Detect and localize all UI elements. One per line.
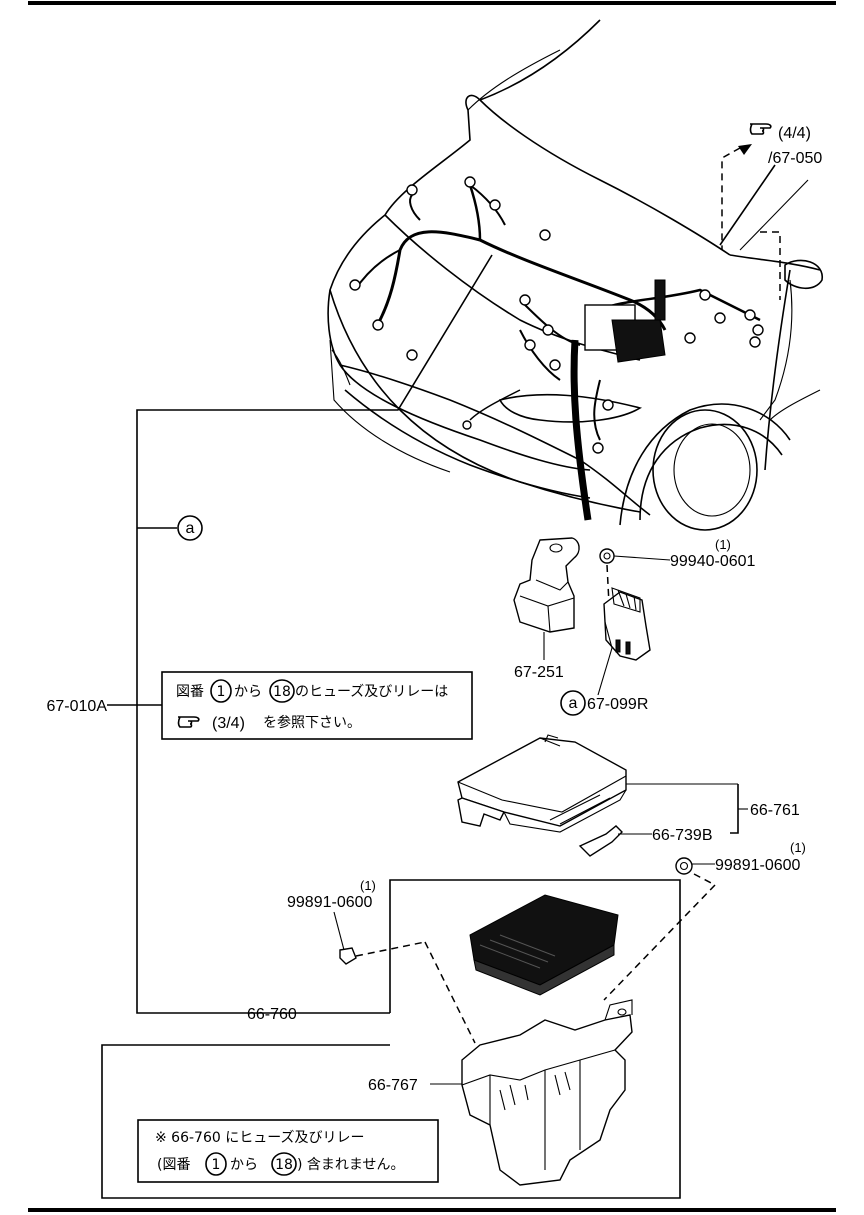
part-66-767-drawing xyxy=(430,999,633,1186)
note2-prefix: (図番 xyxy=(157,1157,190,1173)
note1-mid: から xyxy=(234,684,262,700)
note1-ref: (3/4) xyxy=(212,715,245,732)
ref-code-label: /67-050 xyxy=(768,150,822,167)
note1-suffix: のヒューズ及びリレーは xyxy=(295,684,448,700)
part-67-099r-drawing xyxy=(597,587,651,696)
bolt1-code: 99940-0601 xyxy=(670,553,756,570)
note-box-2: ※ 66-760 にヒューズ及びリレー (図番 1 から 18 ) 含まれません… xyxy=(137,1119,439,1183)
fuse-block-drawing xyxy=(469,894,619,996)
nut2-code: 99891-0600 xyxy=(715,857,801,874)
nut-99891-0600-left-drawing xyxy=(333,911,476,1044)
part-66-767: 66-767 xyxy=(368,1077,418,1094)
pointing-hand-icon xyxy=(749,123,772,135)
nut1-code: 99891-0600 xyxy=(287,894,373,911)
assembly-frame xyxy=(101,879,681,1199)
note-box-1: 図番 1 から 18 のヒューズ及びリレーは (3/4) を参照下さい。 xyxy=(161,671,473,740)
part-66-761-drawing xyxy=(457,734,738,833)
note2-line1: ※ 66-760 にヒューズ及びリレー xyxy=(155,1130,365,1146)
vehicle-illustration xyxy=(327,19,823,531)
ref-page-label: (4/4) xyxy=(778,125,811,142)
66-761-bracket xyxy=(730,784,739,834)
wiring-harness xyxy=(349,176,764,521)
part-67-251: 67-251 xyxy=(514,664,564,681)
note2-num1: 1 xyxy=(212,1157,221,1173)
note2-num2: 18 xyxy=(275,1157,293,1173)
harness-leader xyxy=(107,254,493,1014)
note2-suffix: ) 含まれません。 xyxy=(297,1157,405,1173)
callout-a-label: a xyxy=(186,520,195,537)
part-67-251-drawing xyxy=(513,537,580,660)
note2-mid: から xyxy=(230,1157,258,1173)
nut2-qty: (1) xyxy=(790,840,806,855)
bolt-99940-0601-drawing xyxy=(599,548,671,605)
callout-a-small: a xyxy=(560,690,586,716)
part-66-760: 66-760 xyxy=(247,1006,297,1023)
part-67-010a: 67-010A xyxy=(47,698,108,715)
part-66-739b-drawing xyxy=(578,825,652,857)
bolt1-qty: (1) xyxy=(715,537,731,552)
part-66-761: 66-761 xyxy=(750,802,800,819)
pointing-hand-icon xyxy=(177,716,200,728)
reference-arrow-4-4: (4/4) /67-050 xyxy=(721,123,822,300)
note1-num2: 18 xyxy=(273,684,291,700)
note1-prefix: 図番 xyxy=(176,684,204,700)
part-67-099r: 67-099R xyxy=(587,696,648,713)
nut-99891-0600-right-drawing xyxy=(603,857,716,1001)
part-66-739b: 66-739B xyxy=(652,827,713,844)
note1-line2: を参照下さい。 xyxy=(263,714,361,731)
callout-a-small-label: a xyxy=(569,695,578,712)
callout-a-circle: a xyxy=(177,515,203,541)
note1-num1: 1 xyxy=(217,684,226,700)
nut1-qty: (1) xyxy=(360,878,376,893)
